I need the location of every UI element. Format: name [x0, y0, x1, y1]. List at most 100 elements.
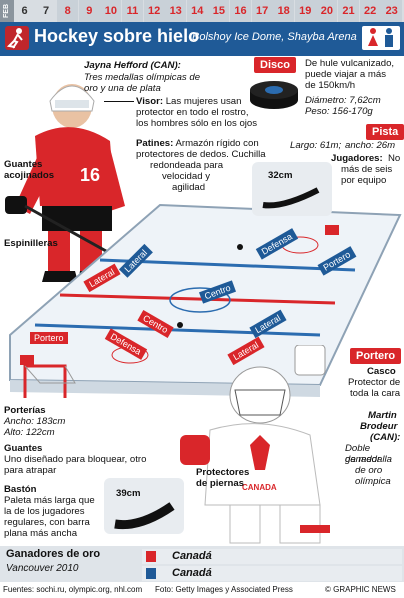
gold-winner-men: Canadá: [172, 567, 212, 579]
jersey-number: 16: [80, 165, 100, 185]
player-illustration: 16: [5, 84, 125, 282]
goal-net-icon: [23, 364, 76, 398]
date-day: 9: [78, 0, 100, 22]
date-day: 12: [143, 0, 165, 22]
female-icon: [146, 551, 156, 562]
pista-length: Largo: 61m;: [290, 140, 342, 151]
espinilleras-label: Espinilleras: [4, 238, 58, 249]
gold-row-women: [142, 549, 402, 564]
venue-subtitle: Bolshoy Ice Dome, Shayba Arena: [192, 31, 357, 43]
patines-line-5: agilidad: [172, 182, 206, 193]
date-day: 6: [21, 5, 28, 17]
footer-sources: Fuentes: sochi.ru, olympic.org, nhl.com: [3, 585, 143, 594]
protectores-line-2: de piernas: [196, 478, 244, 489]
gold-winner-women: Canadá: [172, 550, 212, 562]
date-day: 14: [186, 0, 208, 22]
jugadores-title: Jugadores:: [331, 153, 383, 164]
gold-subtitle: Vancouver 2010: [6, 563, 79, 574]
stick-blade-icon: [262, 187, 320, 209]
porterias-alto: Alto: 122cm: [4, 427, 55, 438]
date-day: 21: [338, 0, 359, 22]
disco-desc-1: De hule vulcanizado,: [305, 58, 395, 69]
date-day: 20: [316, 0, 338, 22]
guantes-portero-line-1: Uno diseñado para bloquear, otro: [4, 454, 147, 465]
patines-line-1: Armazón rígido con: [175, 138, 259, 149]
footer-photo: Foto: Getty Images y Associated Press: [155, 585, 293, 594]
guantes-acojinados-1: Guantes: [4, 159, 43, 170]
baston-line-2: la de los jugadores: [4, 506, 85, 517]
guantes-portero-line-2: para atrapar: [4, 465, 57, 476]
male-icon: [146, 568, 156, 579]
porterias-ancho: Ancho: 183cm: [4, 416, 66, 427]
martin-7: olímpica: [355, 476, 391, 487]
date-day: 17: [251, 0, 273, 22]
visor-line-1: Las mujeres usan: [165, 96, 242, 107]
baston-line-4: plana más ancha: [4, 528, 78, 539]
patines-line-0: Patines: Armazón rígido con: [136, 138, 259, 149]
disco-diameter: Diámetro: 7,62cm: [305, 95, 381, 106]
portero-label: Portero: [350, 348, 402, 364]
porterias-title: Porterías: [4, 405, 46, 416]
hockey-player-icon: [5, 26, 29, 50]
stick-size-top: 32cm: [268, 170, 293, 181]
baston-line-3: regulares, con barra: [4, 517, 90, 528]
casco-line-2: toda la cara: [350, 388, 401, 399]
pista-label: Pista: [366, 124, 404, 140]
goalie-stick-icon: [114, 502, 175, 530]
date-day: 19: [294, 0, 316, 22]
casco-title: Casco: [367, 366, 396, 377]
disco-label: Disco: [254, 57, 296, 73]
visor-leader-line: [104, 101, 134, 102]
date-day: 8: [57, 0, 79, 22]
date-day: 10: [100, 0, 122, 22]
casco-line-1: Protector de: [348, 377, 401, 388]
date-day: 7: [43, 5, 50, 17]
martin-4: Doble ganador: [345, 443, 381, 466]
date-day: 18: [273, 0, 295, 22]
visor-text: Visor: Las mujeres usan: [136, 96, 286, 107]
date-day: 13: [165, 0, 187, 22]
protectores-line-1: Protectores: [196, 467, 250, 478]
date-day: 23: [381, 0, 403, 22]
jugadores-line-1: No: [388, 153, 401, 164]
jugadores-line-2: más de seis: [341, 164, 393, 175]
stick-size-bottom: 39cm: [116, 488, 141, 499]
guantes-portero-title: Guantes: [4, 443, 43, 454]
visor-title: Visor:: [136, 96, 164, 107]
baston-title: Bastón: [4, 484, 37, 495]
title-bar: [0, 22, 404, 56]
puck-icon: [250, 81, 298, 109]
martin-3: (CAN):: [370, 432, 401, 443]
footer-credit: © GRAPHIC NEWS: [325, 585, 396, 594]
male-female-icon: [368, 28, 393, 47]
goalie-illustration: CANADA: [180, 345, 330, 544]
martin-1: Martin: [368, 410, 397, 421]
disco-desc-3: de 150km/h: [305, 80, 356, 91]
player-desc-1: Tres medallas olímpicas de: [84, 72, 201, 83]
pista-width: ancho: 26m: [345, 140, 396, 151]
jersey-canada-text: CANADA: [242, 483, 277, 492]
martin-2: Brodeur: [360, 421, 398, 432]
player-name: Jayna Hefford (CAN):: [84, 60, 181, 71]
jugadores-line-3: por equipo: [341, 175, 387, 186]
martin-5: de medalla: [345, 454, 392, 465]
guantes-acojinados-2: acojinados: [4, 170, 55, 181]
disco-desc-2: puede viajar a más: [305, 69, 387, 80]
patines-line-4: velocidad y: [162, 171, 210, 182]
gold-title: Ganadores de oro: [6, 548, 101, 560]
page-title: Hockey sobre hielo: [34, 26, 200, 46]
martin-6: de oro: [355, 465, 383, 476]
player-desc-2: oro y una de plata: [84, 83, 161, 94]
gold-row-men: [142, 566, 402, 581]
gender-icons: [362, 26, 400, 50]
visor-line-2: protector en todo el rostro,: [136, 107, 249, 118]
visor-line-3: los hombres sólo en los ojos: [136, 118, 258, 129]
date-day: 22: [359, 0, 381, 22]
date-day: 15: [208, 0, 230, 22]
date-day: 11: [122, 0, 143, 22]
patines-line-3: redondeada para: [150, 160, 224, 171]
patines-line-2: protectores de dedos. Cuchilla: [136, 149, 266, 160]
disco-weight: Peso: 156-170g: [305, 106, 373, 117]
rink-portero-red: Portero: [30, 332, 68, 344]
date-day: 16: [230, 0, 251, 22]
